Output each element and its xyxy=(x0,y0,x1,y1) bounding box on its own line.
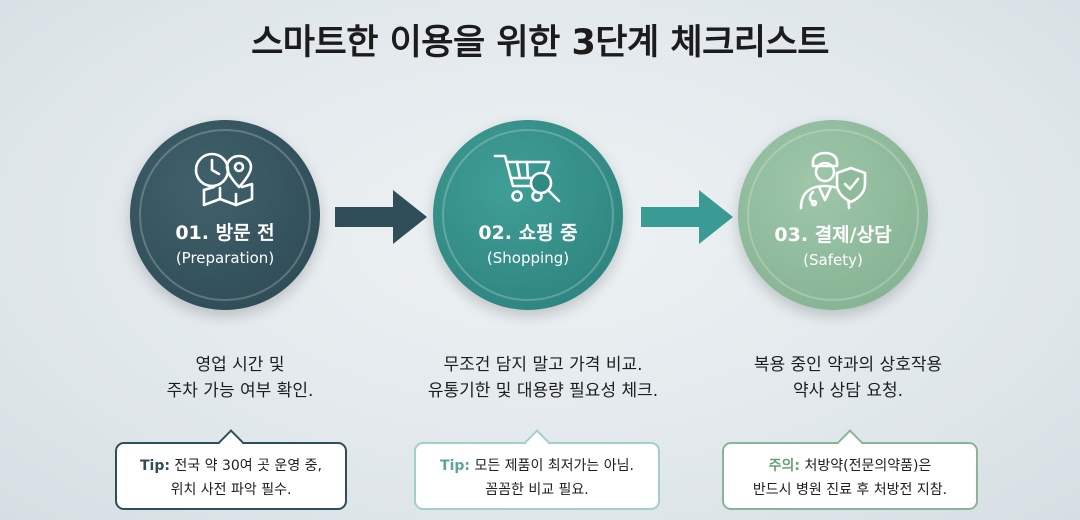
page-title: 스마트한 이용을 위한 3단계 체크리스트 xyxy=(251,23,829,63)
tip-line: 주의: 처방약(전문의약품)은 xyxy=(734,454,966,478)
step-2-description: 무조건 담지 말고 가격 비교. 유통기한 및 대용량 필요성 체크. xyxy=(383,352,703,404)
step-2-desc-line: 유통기한 및 대용량 필요성 체크. xyxy=(427,381,659,401)
step-1-desc-line: 영업 시간 및 xyxy=(195,355,285,375)
step-3-ring xyxy=(747,129,919,301)
tip-line: Tip: 모든 제품이 최저가는 아님. xyxy=(426,454,648,478)
tip-text: 반드시 병원 진료 후 처방전 지참. xyxy=(752,482,948,498)
step-1-tip-box: Tip: 전국 약 30여 곳 운영 중, 위치 사전 파악 필수. xyxy=(115,429,347,510)
step-2-ring xyxy=(442,129,614,301)
step-2-circle: 02. 쇼핑 중 (Shopping) xyxy=(433,120,623,310)
tip-text: 위치 사전 파악 필수. xyxy=(170,482,292,498)
tip-text: 전국 약 30여 곳 운영 중, xyxy=(174,458,322,474)
arrow-right-icon xyxy=(641,190,733,244)
step-3-description: 복용 중인 약과의 상호작용 약사 상담 요청. xyxy=(688,352,1008,404)
tip-pointer xyxy=(837,429,863,455)
tip-prefix: Tip: xyxy=(440,458,471,474)
tip-text: 모든 제품이 최저가는 아님. xyxy=(474,458,634,474)
caution-prefix: 주의: xyxy=(768,458,801,474)
step-3-desc-line: 복용 중인 약과의 상호작용 xyxy=(753,355,943,375)
step-1-desc-line: 주차 가능 여부 확인. xyxy=(166,381,314,401)
step-2-desc-line: 무조건 담지 말고 가격 비교. xyxy=(443,355,643,375)
step-1-circle: 01. 방문 전 (Preparation) xyxy=(130,120,320,310)
step-3-desc-line: 약사 상담 요청. xyxy=(792,381,904,401)
step-2-tip-box: Tip: 모든 제품이 최저가는 아님. 꼼꼼한 비교 필요. xyxy=(414,429,660,510)
tip-prefix: Tip: xyxy=(140,458,170,474)
tip-line: Tip: 전국 약 30여 곳 운영 중, xyxy=(127,454,335,478)
step-3-tip-box: 주의: 처방약(전문의약품)은 반드시 병원 진료 후 처방전 지참. xyxy=(722,429,978,510)
tip-text: 처방약(전문의약품)은 xyxy=(804,458,932,474)
tip-pointer xyxy=(218,429,244,455)
step-1-ring xyxy=(139,129,311,301)
tip-pointer xyxy=(524,429,550,455)
tip-text: 꼼꼼한 비교 필요. xyxy=(485,482,589,498)
step-3-circle: 03. 결제/상담 (Safety) xyxy=(738,120,928,310)
arrow-right-icon xyxy=(335,190,427,244)
step-1-description: 영업 시간 및 주차 가능 여부 확인. xyxy=(80,352,400,404)
